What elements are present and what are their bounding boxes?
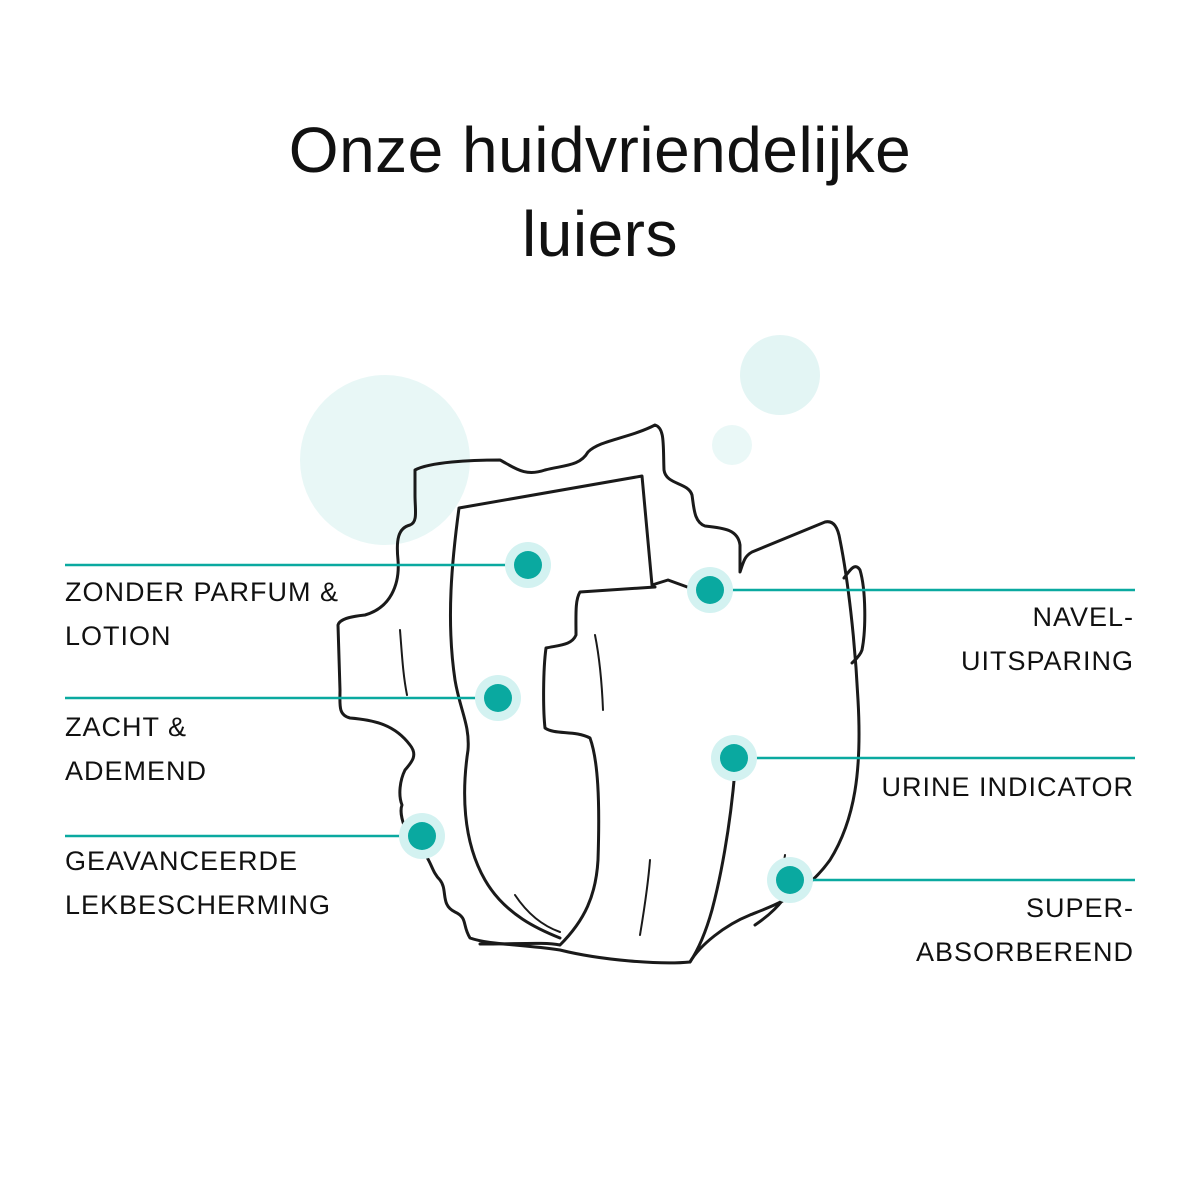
hotspot-lek[interactable]: [399, 813, 445, 859]
title-line-1: Onze huidvriendelijke: [288, 114, 912, 186]
feature-text: ZACHT &: [65, 712, 188, 742]
callout-lines: [65, 563, 1135, 882]
feature-text: SUPER-: [1025, 893, 1134, 923]
feature-label-absorb: SUPER- ABSORBEREND: [916, 886, 1134, 974]
feature-text: LEKBESCHERMING: [65, 890, 332, 920]
feature-label-lek: GEAVANCEERDE LEKBESCHERMING: [65, 839, 331, 927]
feature-text: UITSPARING: [960, 646, 1134, 676]
feature-text: ABSORBEREND: [915, 937, 1134, 967]
side-tab: [842, 565, 867, 665]
urine-indicator-stripe: [688, 768, 737, 964]
back-panel: [448, 474, 654, 940]
hotspot-absorb[interactable]: [767, 857, 813, 903]
feature-text: URINE INDICATOR: [881, 772, 1134, 802]
diaper-outline: [336, 423, 861, 965]
feature-label-parfum: ZONDER PARFUM & LOTION: [65, 570, 339, 658]
feature-text: ADEMEND: [65, 756, 208, 786]
bubble-medium: [740, 335, 820, 415]
feature-label-urine: URINE INDICATOR: [881, 765, 1134, 809]
front-panel: [478, 578, 702, 947]
hotspot-zacht[interactable]: [475, 675, 521, 721]
feature-label-navel: NAVEL- UITSPARING: [961, 595, 1134, 683]
feature-text: LOTION: [65, 621, 172, 651]
bubble-large: [300, 375, 470, 545]
feature-text: ZONDER PARFUM &: [65, 577, 340, 607]
feature-text: NAVEL-: [1032, 602, 1134, 632]
page-title: Onze huidvriendelijke luiers: [0, 108, 1200, 276]
bubble-small: [712, 425, 752, 465]
hotspot-parfum[interactable]: [505, 542, 551, 588]
feature-label-zacht: ZACHT & ADEMEND: [65, 705, 207, 793]
hotspots: [399, 542, 813, 903]
seam-dash: [399, 629, 786, 936]
feature-text: GEAVANCEERDE: [65, 846, 299, 876]
title-line-2: luiers: [522, 198, 678, 270]
hotspot-navel[interactable]: [687, 567, 733, 613]
hotspot-urine[interactable]: [711, 735, 757, 781]
